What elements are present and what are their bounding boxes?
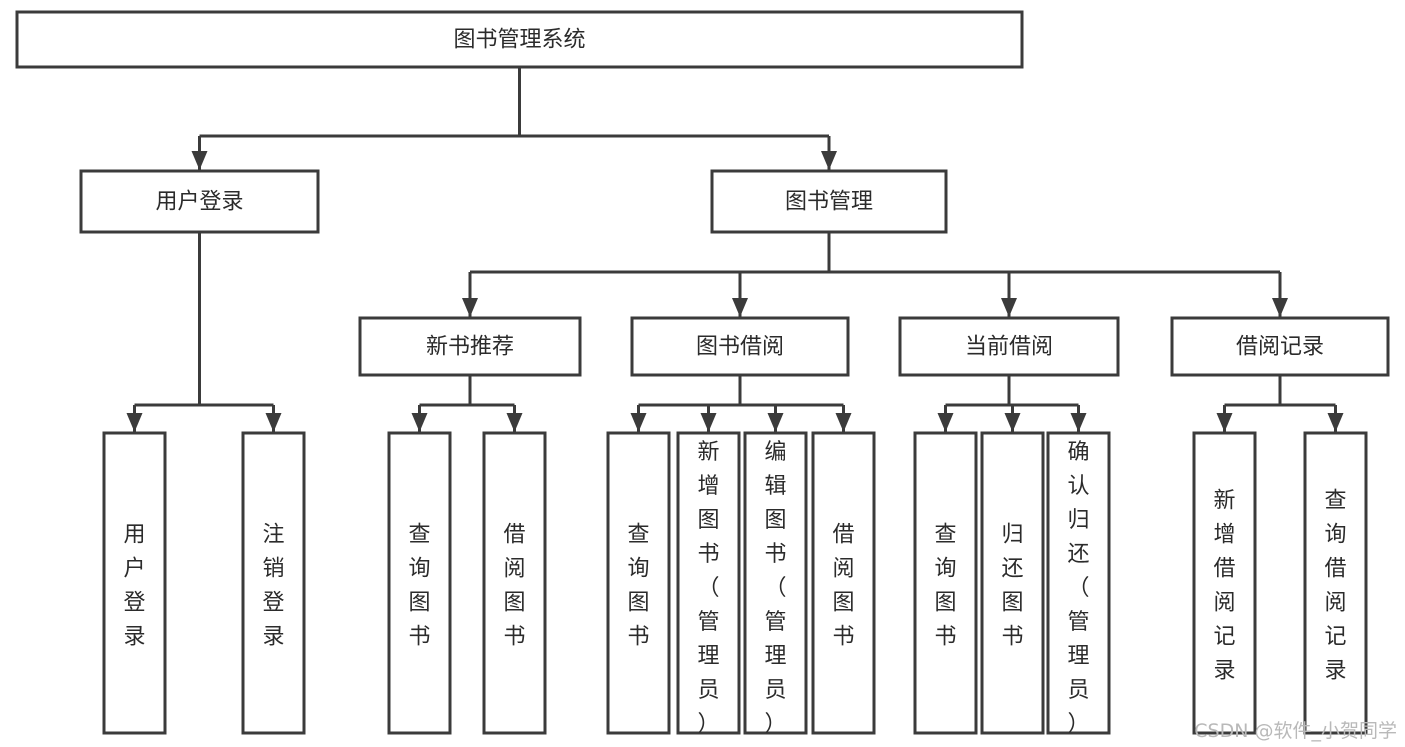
arrow-head-icon (1070, 413, 1087, 432)
node-leaf-query-book-2[interactable]: 查询图书 (606, 431, 671, 735)
node-leaf-borrow-book-2[interactable]: 借阅图书 (811, 431, 876, 735)
node-leaf-borrow-book-2-box (811, 431, 876, 735)
arrow-head-icon (191, 151, 208, 170)
node-leaf-query-borrow-record[interactable]: 查询借阅记录 (1303, 431, 1368, 735)
node-leaf-logout-box (241, 431, 306, 735)
node-leaf-borrow-book-2-label: 借阅图书 (832, 523, 854, 650)
node-leaf-query-book-3-label: 查询图书 (934, 523, 956, 650)
node-leaf-query-book-3-box (913, 431, 978, 735)
arrow-head-icon (732, 298, 748, 317)
node-leaf-query-borrow-record-label: 查询借阅记录 (1324, 489, 1346, 684)
node-borrow-record[interactable]: 借阅记录 (1170, 316, 1390, 377)
node-leaf-query-book-2-box (606, 431, 671, 735)
node-leaf-logout-label: 注销登录 (262, 523, 284, 650)
arrow-head-icon (1004, 413, 1021, 432)
arrow-head-icon (462, 298, 478, 317)
node-leaf-query-book-1[interactable]: 查询图书 (387, 431, 452, 735)
node-book-borrow-label: 图书借阅 (696, 335, 784, 360)
node-leaf-query-borrow-record-box (1303, 431, 1368, 735)
node-layer: 图书管理系统用户登录图书管理新书推荐图书借阅当前借阅借阅记录用户登录注销登录查询… (15, 10, 1390, 737)
node-root-box (15, 10, 1024, 69)
node-leaf-user-login[interactable]: 用户登录 (102, 431, 167, 735)
node-root[interactable]: 图书管理系统 (15, 10, 1024, 69)
node-book-management-box (710, 169, 948, 234)
arrow-head-icon (700, 413, 717, 432)
node-leaf-user-login-label: 用户登录 (123, 523, 145, 650)
node-leaf-add-book-admin-box (676, 431, 741, 735)
arrow-head-icon (630, 413, 647, 432)
watermark-text: CSDN @软件_小贺同学 (1194, 720, 1397, 742)
arrow-head-icon (821, 151, 837, 170)
node-new-book-recommend-box (358, 316, 582, 377)
node-new-book-recommend[interactable]: 新书推荐 (358, 316, 582, 377)
arrow-head-icon (126, 413, 143, 432)
arrow-head-icon (835, 413, 852, 432)
node-leaf-confirm-return-admin-box (1046, 431, 1111, 735)
node-user-login-label: 用户登录 (155, 190, 243, 215)
node-book-borrow-box (630, 316, 850, 377)
arrow-head-icon (1001, 298, 1017, 317)
node-borrow-record-box (1170, 316, 1390, 377)
arrow-head-icon (265, 413, 282, 432)
node-leaf-borrow-book-1-label: 借阅图书 (503, 523, 525, 650)
arrow-head-icon (1272, 298, 1288, 317)
arrow-head-icon (1327, 413, 1344, 432)
node-leaf-add-book-admin-label: 新增图书（管理员） (697, 440, 719, 737)
node-leaf-return-book-box (980, 431, 1045, 735)
node-leaf-return-book-label: 归还图书 (1001, 523, 1023, 650)
node-leaf-confirm-return-admin[interactable]: 确认归还（管理员） (1046, 431, 1111, 737)
node-new-book-recommend-label: 新书推荐 (426, 335, 514, 360)
node-borrow-record-label: 借阅记录 (1236, 335, 1324, 360)
node-leaf-query-book-1-box (387, 431, 452, 735)
node-current-borrow-box (898, 316, 1120, 377)
connector-layer (126, 67, 1344, 432)
node-current-borrow[interactable]: 当前借阅 (898, 316, 1120, 377)
node-leaf-edit-book-admin-label: 编辑图书（管理员） (764, 440, 786, 737)
node-root-label: 图书管理系统 (453, 28, 585, 53)
node-leaf-query-book-3[interactable]: 查询图书 (913, 431, 978, 735)
node-book-management-label: 图书管理 (785, 190, 873, 215)
node-leaf-add-borrow-record-box (1192, 431, 1257, 735)
node-user-login[interactable]: 用户登录 (79, 169, 320, 234)
arrow-head-icon (411, 413, 428, 432)
node-leaf-borrow-book-1[interactable]: 借阅图书 (482, 431, 547, 735)
node-leaf-confirm-return-admin-label: 确认归还（管理员） (1067, 440, 1089, 737)
node-leaf-query-book-1-label: 查询图书 (408, 523, 430, 650)
arrow-head-icon (937, 413, 954, 432)
node-leaf-add-borrow-record-label: 新增借阅记录 (1213, 489, 1235, 684)
node-leaf-add-book-admin[interactable]: 新增图书（管理员） (676, 431, 741, 737)
node-leaf-logout[interactable]: 注销登录 (241, 431, 306, 735)
arrow-head-icon (506, 413, 523, 432)
node-current-borrow-label: 当前借阅 (965, 335, 1053, 360)
node-book-borrow[interactable]: 图书借阅 (630, 316, 850, 377)
node-leaf-borrow-book-1-box (482, 431, 547, 735)
node-leaf-edit-book-admin[interactable]: 编辑图书（管理员） (743, 431, 808, 737)
node-leaf-edit-book-admin-box (743, 431, 808, 735)
node-book-management[interactable]: 图书管理 (710, 169, 948, 234)
node-user-login-box (79, 169, 320, 234)
node-leaf-add-borrow-record[interactable]: 新增借阅记录 (1192, 431, 1257, 735)
node-leaf-query-book-2-label: 查询图书 (627, 523, 649, 650)
arrow-head-icon (767, 413, 784, 432)
arrow-head-icon (1216, 413, 1233, 432)
node-leaf-return-book[interactable]: 归还图书 (980, 431, 1045, 735)
node-leaf-user-login-box (102, 431, 167, 735)
